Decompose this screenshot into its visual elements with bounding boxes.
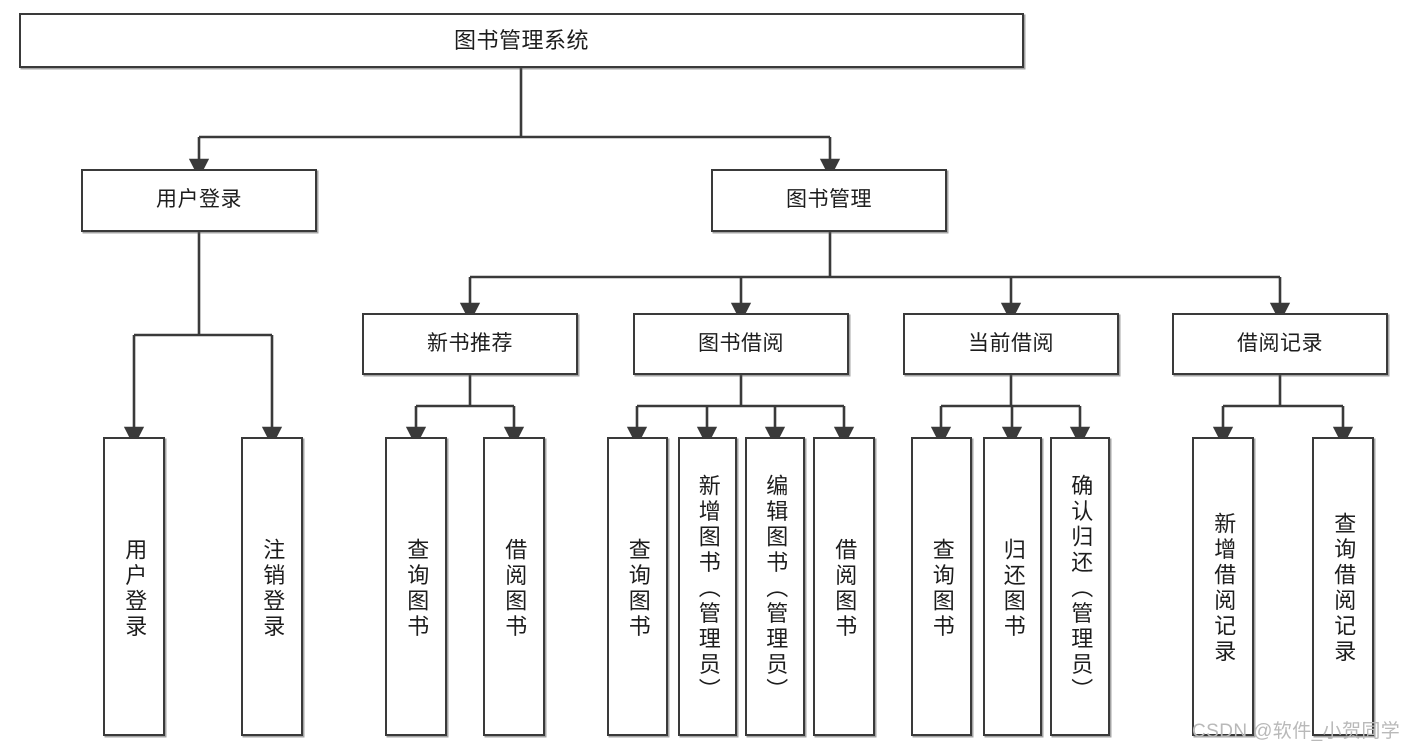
node-user-login[interactable]: 用户登录 — [81, 169, 317, 232]
node-leaf-query-book-1-label: 查询图书 — [404, 537, 430, 640]
node-new-book-recommend-label: 新书推荐 — [427, 331, 513, 355]
node-book-borrow[interactable]: 图书借阅 — [633, 313, 849, 375]
watermark: CSDN @软件_小贺同学 — [1192, 721, 1401, 742]
node-leaf-edit-book-admin[interactable]: 编辑图书（管理员） — [745, 437, 805, 736]
node-leaf-borrow-book-2-label: 借阅图书 — [832, 537, 858, 640]
node-root-label: 图书管理系统 — [453, 27, 589, 53]
node-leaf-confirm-return-admin[interactable]: 确认归还（管理员） — [1050, 437, 1110, 736]
node-book-borrow-label: 图书借阅 — [698, 331, 784, 355]
node-book-management-label: 图书管理 — [786, 188, 872, 212]
node-borrow-record[interactable]: 借阅记录 — [1172, 313, 1388, 375]
node-leaf-return-book[interactable]: 归还图书 — [983, 437, 1042, 736]
node-leaf-add-borrow-record-label: 新增借阅记录 — [1211, 512, 1237, 665]
node-leaf-query-book-1[interactable]: 查询图书 — [385, 437, 447, 736]
node-leaf-query-book-2[interactable]: 查询图书 — [607, 437, 668, 736]
node-leaf-add-borrow-record[interactable]: 新增借阅记录 — [1192, 437, 1254, 736]
node-current-borrow-label: 当前借阅 — [968, 331, 1054, 355]
node-user-login-label: 用户登录 — [156, 188, 242, 212]
node-leaf-user-login[interactable]: 用户登录 — [103, 437, 165, 736]
node-leaf-return-book-label: 归还图书 — [1000, 537, 1026, 640]
node-leaf-query-book-2-label: 查询图书 — [625, 537, 651, 640]
node-leaf-logout-login-label: 注销登录 — [260, 537, 286, 640]
node-leaf-confirm-return-admin-label: 确认归还（管理员） — [1068, 473, 1094, 704]
node-root[interactable]: 图书管理系统 — [19, 13, 1024, 68]
node-leaf-borrow-book-2[interactable]: 借阅图书 — [813, 437, 875, 736]
node-leaf-borrow-book-1[interactable]: 借阅图书 — [483, 437, 545, 736]
node-leaf-add-book-admin[interactable]: 新增图书（管理员） — [678, 437, 737, 736]
node-leaf-user-login-label: 用户登录 — [122, 537, 148, 640]
node-leaf-query-book-3-label: 查询图书 — [929, 537, 955, 640]
node-leaf-borrow-book-1-label: 借阅图书 — [502, 537, 528, 640]
node-leaf-query-borrow-record[interactable]: 查询借阅记录 — [1312, 437, 1374, 736]
node-current-borrow[interactable]: 当前借阅 — [903, 313, 1119, 375]
node-leaf-edit-book-admin-label: 编辑图书（管理员） — [763, 473, 789, 704]
node-leaf-query-borrow-record-label: 查询借阅记录 — [1331, 512, 1357, 665]
node-leaf-query-book-3[interactable]: 查询图书 — [911, 437, 972, 736]
node-borrow-record-label: 借阅记录 — [1237, 331, 1323, 355]
node-book-management[interactable]: 图书管理 — [711, 169, 947, 232]
node-new-book-recommend[interactable]: 新书推荐 — [362, 313, 578, 375]
node-leaf-add-book-admin-label: 新增图书（管理员） — [695, 473, 721, 704]
node-leaf-logout-login[interactable]: 注销登录 — [241, 437, 303, 736]
